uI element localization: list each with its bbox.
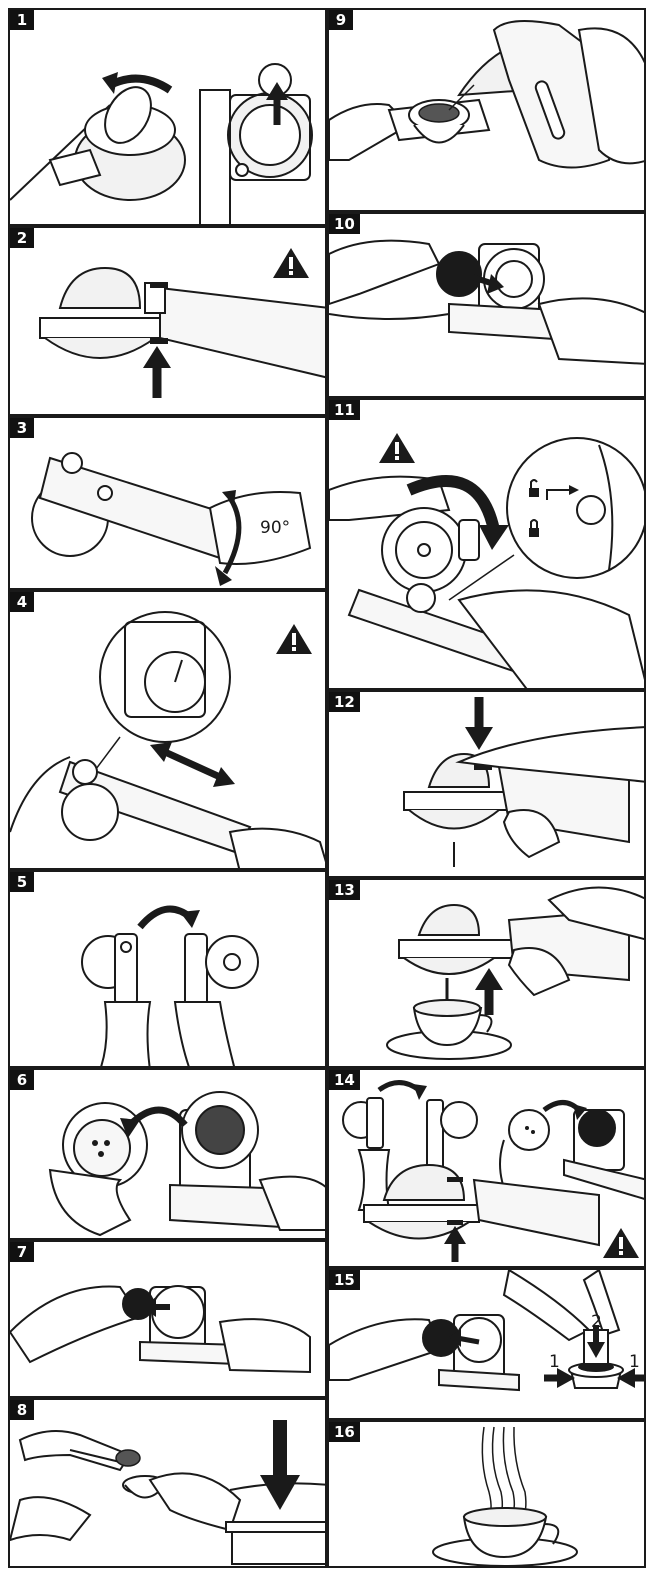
step-4-panel: 4	[8, 590, 327, 870]
step-number: 16	[329, 1422, 360, 1442]
step-9-illustration	[329, 20, 644, 169]
step-6-illustration	[48, 1091, 325, 1237]
step-8-panel: 8	[8, 1398, 327, 1568]
step-2-illustration	[39, 248, 325, 398]
callout-top: 2	[591, 1312, 602, 1332]
lock-icon	[529, 519, 539, 537]
step-number: 15	[329, 1270, 360, 1290]
step-number: 14	[329, 1070, 360, 1090]
step-14-panel: 14	[327, 1068, 646, 1268]
step-10-panel: 10	[327, 212, 646, 398]
step-number: 12	[329, 692, 360, 712]
step-1-panel: 1	[8, 8, 327, 226]
cup-icon	[412, 1007, 483, 1047]
rotate-arrow-icon	[137, 905, 193, 930]
step-15-illustration: 1 2 1	[329, 1270, 644, 1392]
warning-triangle-icon	[276, 624, 312, 654]
step-8-illustration	[10, 1420, 325, 1565]
warning-triangle-icon	[379, 433, 415, 463]
step-1-illustration	[10, 63, 313, 224]
coffee-pod-icon	[195, 1105, 245, 1155]
callout-left: 1	[549, 1352, 560, 1372]
warning-triangle-icon	[273, 248, 309, 278]
step-5-illustration	[81, 905, 259, 1066]
step-number: 5	[10, 872, 34, 892]
step-number: 2	[10, 228, 34, 248]
warning-triangle-icon	[603, 1228, 639, 1258]
step-16-panel: 16	[327, 1420, 646, 1568]
step-number: 3	[10, 418, 34, 438]
step-13-panel: 13	[327, 878, 646, 1068]
coffee-grounds-icon	[418, 103, 460, 123]
step-5-panel: 5	[8, 870, 327, 1068]
coffee-pod-icon	[436, 251, 482, 297]
tamper-box-icon	[231, 1527, 325, 1565]
step-9-panel: 9	[327, 8, 646, 212]
step-16-illustration	[432, 1426, 578, 1566]
step-number: 4	[10, 592, 34, 612]
step-number: 9	[329, 10, 353, 30]
step-14-illustration	[342, 1080, 644, 1262]
cup-icon	[462, 1516, 548, 1559]
step-11-panel: 11	[327, 398, 646, 690]
step-10-illustration	[329, 239, 644, 365]
step-number: 11	[329, 400, 360, 420]
coffee-pod-icon	[578, 1109, 616, 1147]
step-12-illustration	[403, 697, 644, 867]
step-2-panel: 2	[8, 226, 327, 416]
step-number: 6	[10, 1070, 34, 1090]
step-11-illustration	[329, 433, 644, 688]
step-number: 1	[10, 10, 34, 30]
rotate-arrow-icon	[406, 475, 500, 532]
callout-right: 1	[629, 1352, 640, 1372]
unlock-icon	[529, 479, 539, 497]
step-12-panel: 12	[327, 690, 646, 878]
step-number: 7	[10, 1242, 34, 1262]
step-3-panel: 3 90°	[8, 416, 327, 590]
step-4-illustration	[10, 611, 325, 868]
angle-label: 90°	[260, 518, 290, 538]
step-number: 13	[329, 880, 360, 900]
step-number: 8	[10, 1400, 34, 1420]
step-7-illustration	[10, 1285, 311, 1374]
step-3-illustration: 90°	[31, 452, 312, 586]
step-7-panel: 7	[8, 1240, 327, 1398]
step-number: 10	[329, 214, 360, 234]
step-15-panel: 15 1 2 1	[327, 1268, 646, 1420]
rotate-arrow-icon	[377, 1080, 421, 1093]
double-arrow-icon	[150, 742, 235, 787]
step-13-illustration	[386, 886, 644, 1060]
step-6-panel: 6	[8, 1068, 327, 1240]
